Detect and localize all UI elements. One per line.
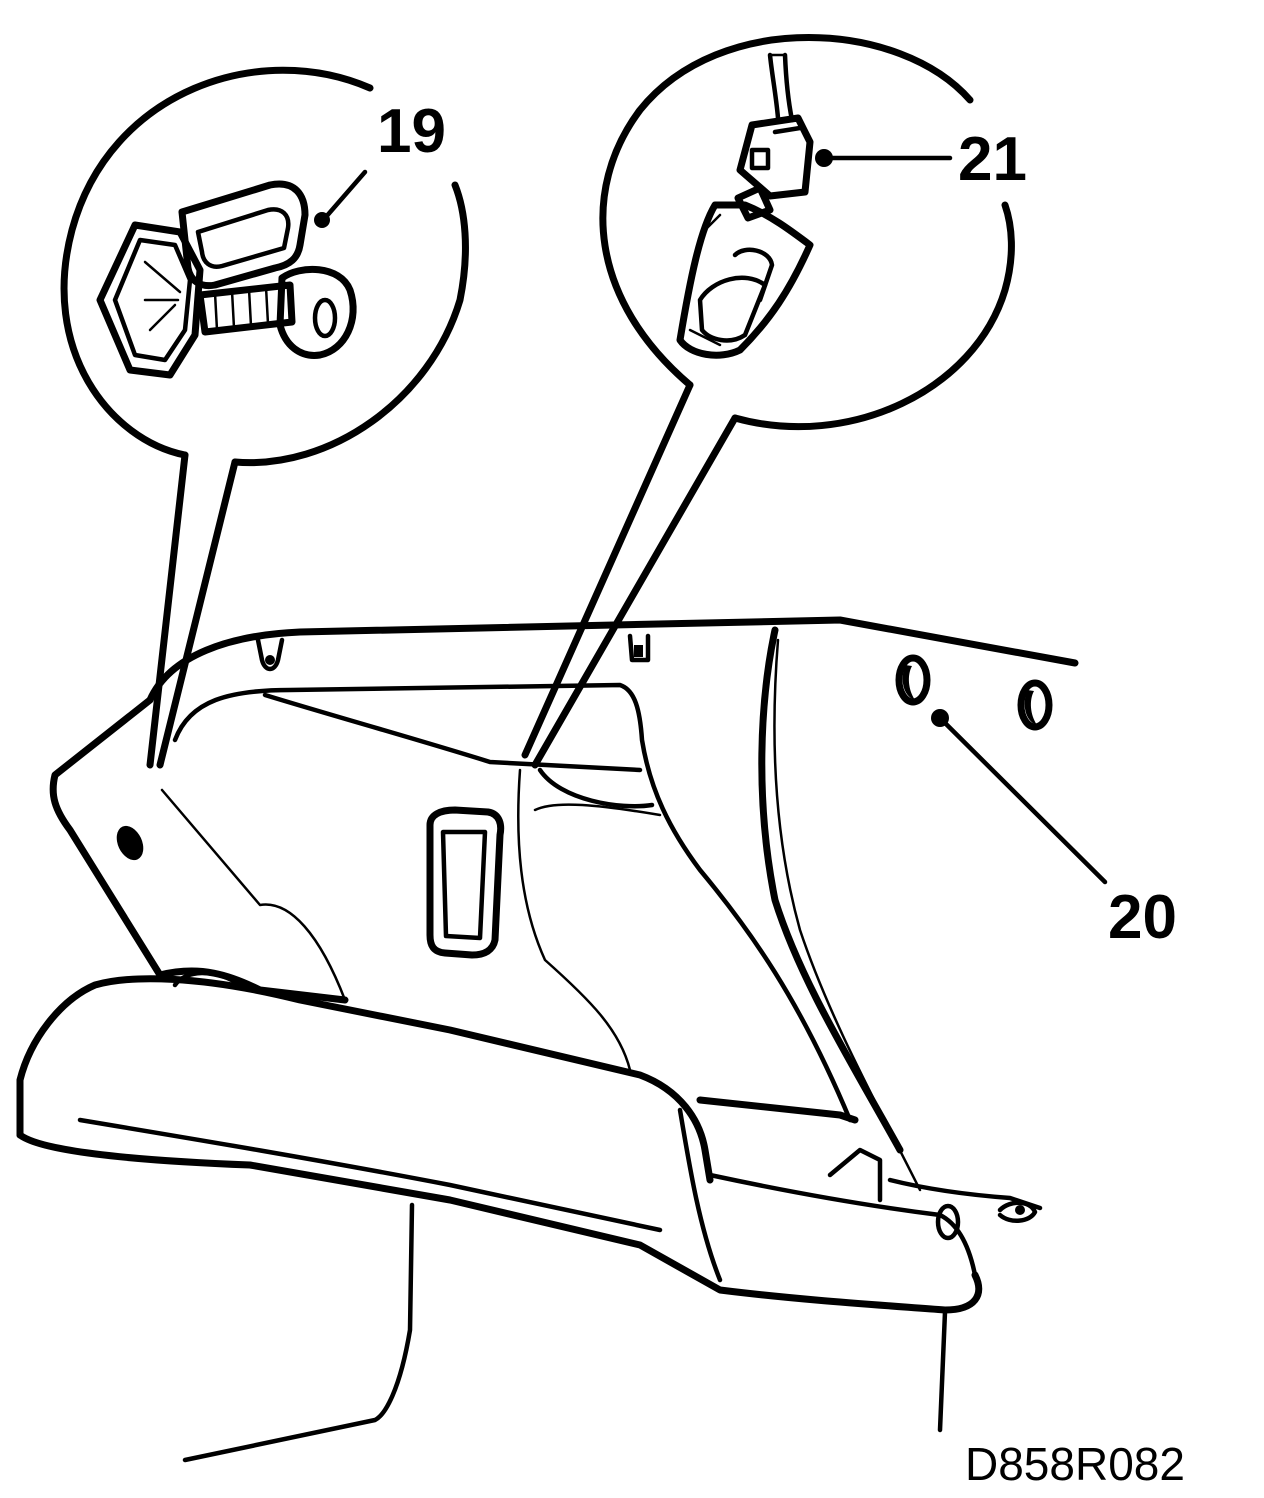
detail-circle-19	[60, 66, 469, 769]
trunk-lid-panel	[16, 616, 1108, 1463]
leader-21	[815, 149, 953, 167]
drawing-code: D858R082	[965, 1438, 1185, 1490]
handle-recess-icon	[426, 806, 505, 959]
leader-20	[939, 717, 1108, 885]
leader-19	[314, 169, 368, 228]
grommet-hole-icon	[895, 654, 931, 706]
callout-19: 19	[377, 97, 446, 166]
grommet-icon	[178, 180, 309, 290]
detail-circle-21	[521, 34, 1015, 769]
callout-20: 20	[1108, 883, 1177, 952]
bolt-icon	[196, 265, 357, 359]
lamp-holder-icon	[676, 184, 814, 359]
callout-21: 21	[958, 125, 1027, 194]
fastener-hole-icon	[116, 825, 144, 861]
grommet-hole-icon	[1017, 679, 1053, 731]
connector-icon	[736, 52, 814, 200]
